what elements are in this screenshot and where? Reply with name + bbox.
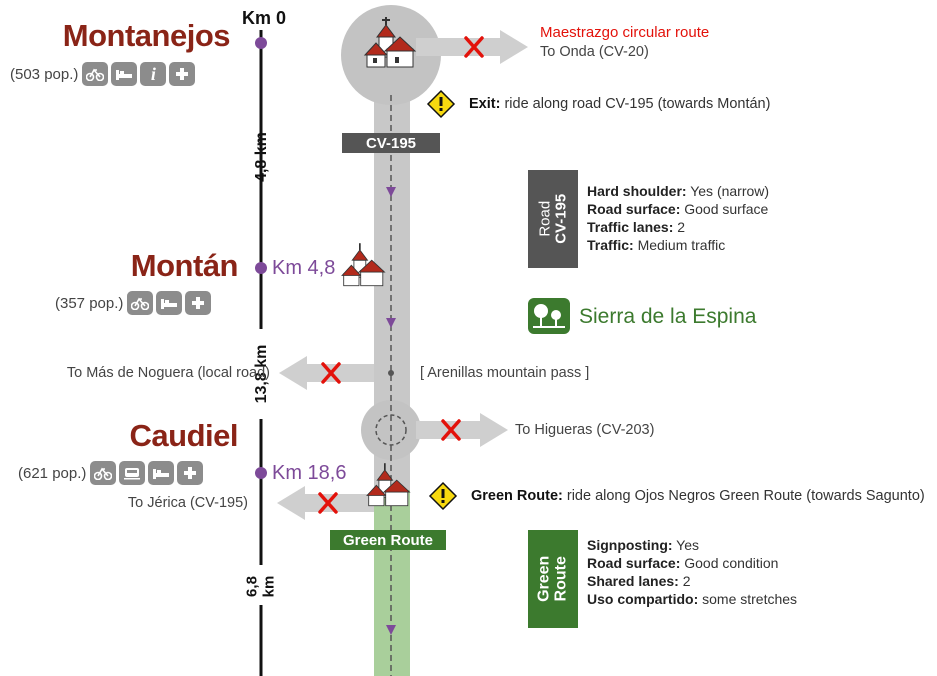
natural-area-icon xyxy=(528,298,570,334)
green-info-list: Signposting: Yes Road surface: Good cond… xyxy=(587,536,797,608)
green-info-key: Uso compartido: xyxy=(587,591,699,607)
town-info-montanejos: (503 pop.) i xyxy=(10,62,196,86)
green-note-label: Green Route: xyxy=(471,488,563,504)
no-entry-cross-icon xyxy=(318,36,484,514)
population-label: (621 pop.) xyxy=(18,464,87,482)
green-note-text: ride along Ojos Negros Green Route (towa… xyxy=(562,488,925,504)
km-marker xyxy=(255,262,267,274)
road-info-value: Yes (narrow) xyxy=(686,183,770,199)
green-info-row: Signposting: Yes xyxy=(587,536,797,554)
km0-label: Km 0 xyxy=(242,8,287,28)
road-info-key: Road surface: xyxy=(587,201,681,217)
road-info-row: Hard shoulder: Yes (narrow) xyxy=(587,182,769,200)
exit-arrow-noguera xyxy=(279,356,374,390)
green-info-row: Road surface: Good condition xyxy=(587,554,797,572)
green-info-value: 2 xyxy=(678,573,691,589)
warning-icon xyxy=(426,89,456,119)
km-label-caudiel: Km 18,6 xyxy=(272,462,347,484)
road-box-line2: CV-195 xyxy=(552,193,570,245)
road-info-key: Traffic: xyxy=(587,237,634,253)
population-label: (503 pop.) xyxy=(10,65,79,83)
km-marker xyxy=(255,37,267,49)
direction-arrow xyxy=(386,187,396,635)
village-icon xyxy=(341,243,386,287)
distance-segment-3: 6,8 km xyxy=(243,575,278,598)
road-info-value: 2 xyxy=(673,219,686,235)
train-icon xyxy=(119,461,146,485)
bed-icon xyxy=(148,461,175,485)
exit-onda: To Onda (CV-20) xyxy=(540,44,649,60)
green-info-key: Shared lanes: xyxy=(587,573,679,589)
warning-icon xyxy=(428,481,458,511)
maestrazgo-route-title: Maestrazgo circular route xyxy=(540,24,710,41)
distance-segment-1: 4,8 km xyxy=(253,132,270,182)
bike-icon xyxy=(82,62,109,86)
green-info-row: Shared lanes: 2 xyxy=(587,572,797,590)
green-box-line2: Route xyxy=(552,556,569,602)
town-caudiel: Caudiel xyxy=(129,418,239,453)
green-box-line1: Green xyxy=(535,555,553,603)
first-aid-icon xyxy=(177,461,204,485)
exit-arrow-higueras xyxy=(416,413,508,447)
exit-mas-noguera: To Más de Noguera (local road) xyxy=(66,365,270,381)
exit-jerica: To Jérica (CV-195) xyxy=(127,495,248,511)
road-info-value: Medium traffic xyxy=(633,237,726,253)
exit-arrow-jerica xyxy=(277,486,374,520)
road-info-list: Hard shoulder: Yes (narrow) Road surface… xyxy=(587,182,769,254)
town-montan: Montán xyxy=(130,248,239,283)
first-aid-icon xyxy=(185,291,212,315)
green-info-value: some stretches xyxy=(698,591,798,607)
road-box-line1: Road xyxy=(536,201,554,237)
road-tag-green-route: Green Route xyxy=(330,530,446,550)
arenillas-pass-label: [ Arenillas mountain pass ] xyxy=(420,365,590,381)
natural-area-title: Sierra de la Espina xyxy=(579,305,757,328)
green-info-value: Good condition xyxy=(680,555,779,571)
info-icon: i xyxy=(140,62,167,86)
green-route-path xyxy=(374,490,410,676)
road-info-value: Good surface xyxy=(680,201,769,217)
road-tag-cv195: CV-195 xyxy=(342,133,440,153)
bike-icon xyxy=(90,461,117,485)
km-label-montan: Km 4,8 xyxy=(272,257,336,279)
village-icon xyxy=(363,17,417,68)
town-info-montan: (357 pop.) xyxy=(55,291,212,315)
exit-note-text: ride along road CV-195 (towards Montán) xyxy=(500,96,771,112)
km-marker xyxy=(255,467,267,479)
road-info-row: Traffic: Medium traffic xyxy=(587,236,769,254)
road-info-row: Traffic lanes: 2 xyxy=(587,218,769,236)
road-info-key: Traffic lanes: xyxy=(587,219,674,235)
exit-note-label: Exit: xyxy=(469,96,501,112)
bike-icon xyxy=(127,291,154,315)
bed-icon xyxy=(111,62,138,86)
green-info-key: Road surface: xyxy=(587,555,681,571)
road-info-key: Hard shoulder: xyxy=(587,183,687,199)
bed-icon xyxy=(156,291,183,315)
exit-higueras: To Higueras (CV-203) xyxy=(515,422,655,438)
road-info-row: Road surface: Good surface xyxy=(587,200,769,218)
first-aid-icon xyxy=(169,62,196,86)
green-info-row: Uso compartido: some stretches xyxy=(587,590,797,608)
green-info-value: Yes xyxy=(672,537,700,553)
green-info-key: Signposting: xyxy=(587,537,673,553)
town-info-caudiel: (621 pop.) xyxy=(18,461,204,485)
green-route-note: Green Route: ride along Ojos Negros Gree… xyxy=(471,488,925,504)
population-label: (357 pop.) xyxy=(55,294,124,312)
town-montanejos: Montanejos xyxy=(62,18,231,53)
village-icon xyxy=(366,463,411,507)
exit-note: Exit: ride along road CV-195 (towards Mo… xyxy=(469,96,770,112)
